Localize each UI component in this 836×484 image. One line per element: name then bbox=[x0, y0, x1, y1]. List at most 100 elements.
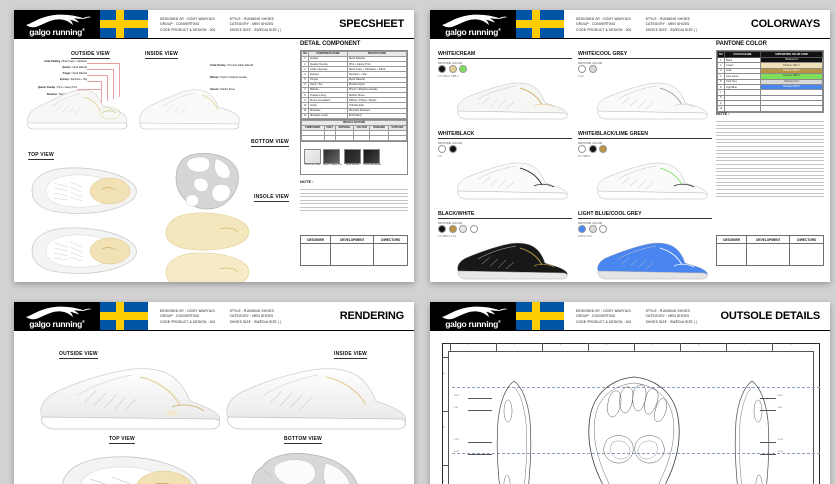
color-swatch[interactable] bbox=[578, 225, 586, 233]
callout-4: Quarter Overlay : Print + Glossy Print bbox=[37, 87, 77, 89]
colorway-shoe bbox=[457, 242, 568, 280]
pantone-title: PANTONE COLOR bbox=[716, 41, 767, 47]
blueprint-inner-frame bbox=[448, 351, 814, 484]
signature-block[interactable]: DESIGNER DEVELOPMENT DIRECTORS bbox=[299, 235, 408, 266]
color-swatch[interactable] bbox=[588, 65, 597, 73]
sign-col-development: DEVELOPMENT bbox=[746, 235, 791, 244]
meta-code-product: CODE PRODUCT & DESIGN : 001 bbox=[576, 319, 632, 324]
sheet-header: galgo running® DESIGNED BY : DODY WAHYUD… bbox=[14, 302, 414, 330]
sheet-header: galgo running® DESIGNED BY : DODY WAHYUD… bbox=[14, 10, 414, 38]
meta-code-product: CODE PRODUCT & DESIGN : 001 bbox=[160, 27, 216, 32]
shoe-inside-view bbox=[139, 89, 240, 130]
colorway-codes: 6 C 4505 C 4 CU bbox=[438, 235, 457, 238]
color-swatch[interactable] bbox=[438, 65, 446, 73]
meta-shoes-size: SHOES SIZE : SWEDIA SIZE ( ) bbox=[645, 319, 698, 324]
callout-6: Collar Overlay : PU Foam Fabric Material bbox=[210, 65, 254, 67]
meta-category: CATEGORY : MEN SHOES bbox=[229, 314, 274, 318]
dimension-label: 0.4 R bbox=[454, 451, 459, 453]
color-swatch[interactable] bbox=[448, 225, 457, 233]
brand-wordmark: galgo running® bbox=[29, 27, 85, 37]
sheet-title: COLORWAYS bbox=[750, 10, 830, 38]
specsheet-body: OUTSIDE VIEW INSIDE VIEW TOP VIEW BOTTOM… bbox=[14, 39, 414, 282]
scale-number: 2 bbox=[514, 344, 516, 346]
callout-0: Collar Padding : Mesh Foam + Hardware bbox=[44, 61, 87, 63]
colorway-name: BLACK/WHITE bbox=[438, 211, 572, 219]
color-swatch[interactable] bbox=[448, 65, 457, 73]
meta-style: STYLE : RUNNING SHOES bbox=[229, 16, 274, 21]
callout-3: Eyestay : Reinforce + Slip bbox=[59, 79, 87, 81]
colorway-name: LIGHT BLUE/COOL GREY bbox=[578, 211, 712, 219]
header-metadata: DESIGNED BY : DODY WAHYUDI GROUP : CONVE… bbox=[564, 10, 751, 38]
color-swatch[interactable] bbox=[469, 225, 478, 233]
material-swatch-2: Mesh Material bbox=[344, 149, 362, 167]
meta-shoes-size: SHOES SIZE : SWEDIA SIZE ( ) bbox=[229, 319, 282, 324]
colorway-pantone-label: PANTONE COLOR bbox=[438, 141, 462, 145]
colorway-shoe bbox=[457, 162, 568, 200]
header-metadata: DESIGNED BY : DODY WAHYUDI GROUP : CONVE… bbox=[148, 10, 340, 38]
meta-shoes-size: SHOES SIZE : SWEDIA SIZE ( ) bbox=[229, 27, 282, 32]
colorway-codes: 6 C 7401 C 7488 C bbox=[438, 75, 459, 78]
meta-group: GROUP : CONVERTING bbox=[160, 22, 200, 26]
header-divider bbox=[430, 38, 830, 39]
outsole-tread-center bbox=[588, 376, 680, 484]
sheet-colorways[interactable]: galgo running® DESIGNED BY : DODY WAHYUD… bbox=[430, 10, 830, 282]
dimension-label: 1.2 R bbox=[454, 439, 459, 441]
colorway-codes: 2728 C 4 CU bbox=[578, 235, 592, 238]
signature-block[interactable]: DESIGNER DEVELOPMENT DIRECTORS bbox=[715, 235, 824, 266]
colorway-swatches bbox=[438, 145, 457, 153]
scale-number: 6 bbox=[698, 344, 700, 346]
sweden-flag-icon bbox=[516, 10, 564, 38]
color-swatch[interactable] bbox=[438, 225, 446, 233]
sheet-rendering[interactable]: galgo running® DESIGNED BY : DODY WAHYUD… bbox=[14, 302, 414, 484]
color-swatch[interactable] bbox=[588, 145, 597, 153]
header-divider bbox=[14, 38, 414, 39]
color-swatch[interactable] bbox=[438, 145, 446, 153]
colorway-swatches bbox=[438, 225, 478, 233]
meta-col-right: STYLE : RUNNING SHOES CATEGORY : MEN SHO… bbox=[230, 17, 282, 32]
meta-designed-by: DESIGNED BY : DODY WAHYUDI bbox=[576, 308, 631, 313]
color-swatch[interactable] bbox=[459, 225, 467, 233]
color-swatch[interactable] bbox=[578, 145, 586, 153]
th-sf-5: SUPPLIER bbox=[387, 125, 408, 132]
render-shoe-top bbox=[62, 456, 198, 484]
dimension-label: 1.2 R bbox=[778, 439, 783, 441]
blueprint-frame bbox=[442, 343, 820, 484]
shoe-top-view-1 bbox=[31, 167, 137, 214]
sheet-header: galgo running® DESIGNED BY : DODY WAHYUD… bbox=[430, 10, 830, 38]
scale-number: 8 bbox=[790, 344, 792, 346]
pantone-name bbox=[723, 105, 762, 112]
sign-col-designer: DESIGNER bbox=[299, 235, 332, 244]
sweden-flag-icon bbox=[100, 10, 148, 38]
colorway-name: WHITE/COOL GREY bbox=[578, 51, 712, 59]
color-swatch[interactable] bbox=[599, 145, 607, 153]
note-label: NOTE : bbox=[300, 179, 314, 184]
color-swatch[interactable] bbox=[448, 145, 457, 153]
colorway-pantone-label: PANTONE COLOR bbox=[578, 141, 602, 145]
color-swatch[interactable] bbox=[459, 65, 467, 73]
color-swatch[interactable] bbox=[578, 65, 586, 73]
sheet-outsole-details[interactable]: galgo running® DESIGNED BY : DODY WAHYUD… bbox=[430, 302, 830, 484]
color-swatch[interactable] bbox=[599, 225, 607, 233]
note-lines bbox=[716, 121, 824, 197]
sign-col-directors: DIRECTORS bbox=[789, 235, 824, 244]
dimension-label: 1.50 bbox=[454, 407, 458, 409]
color-swatch[interactable] bbox=[588, 225, 597, 233]
colorway-swatches bbox=[578, 65, 597, 73]
header-divider bbox=[430, 330, 830, 331]
meta-style: STYLE : RUNNING SHOES bbox=[645, 308, 690, 313]
sheet-specsheet[interactable]: galgo running® DESIGNED BY : DODY WAHYUD… bbox=[14, 10, 414, 282]
scale-number: 1 bbox=[468, 344, 470, 346]
colorway-shoe bbox=[597, 82, 708, 120]
brand-wordmark: galgo running® bbox=[29, 319, 85, 329]
colorway-shoe bbox=[457, 82, 568, 120]
